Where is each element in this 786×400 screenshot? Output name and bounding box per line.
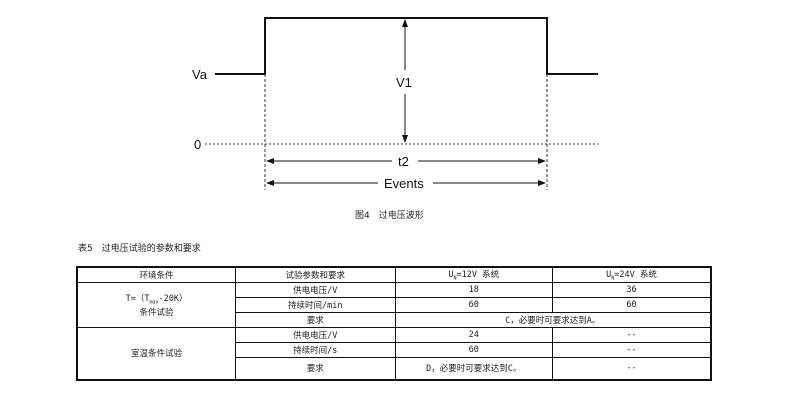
condition-cell: T=（Tmax-20K）条件试验 bbox=[76, 282, 237, 328]
value-cell: C，必要时可要求达到A。 bbox=[394, 312, 712, 328]
figure-caption: 图4 过电压波形 bbox=[355, 211, 424, 221]
value-cell: -- bbox=[552, 327, 712, 343]
table-row: 要求 C，必要时可要求达到A。 bbox=[77, 312, 712, 328]
value-cell: D，必要时可要求达到C。 bbox=[394, 357, 554, 380]
events-label: Events bbox=[384, 176, 424, 191]
param-cell: 供电电压/V bbox=[235, 282, 396, 298]
header-24v: UN=24V 系统 bbox=[552, 266, 712, 283]
value-cell: 36 bbox=[552, 282, 712, 298]
overvoltage-table: 环境条件 试验参数和要求 UN=12V 系统 UN=24V 系统 T=（Tmax… bbox=[76, 266, 712, 381]
header-12v: UN=12V 系统 bbox=[394, 266, 554, 283]
table-row: 持续时间/min 60 60 bbox=[77, 297, 712, 313]
t2-label: t2 bbox=[398, 154, 409, 169]
table-row: 室温条件试验 供电电压/V 24 -- bbox=[76, 327, 712, 380]
table-row: T=（Tmax-20K）条件试验 供电电压/V 18 36 bbox=[76, 282, 712, 328]
value-cell: 60 bbox=[552, 297, 712, 313]
value-cell: 18 bbox=[394, 282, 554, 298]
param-cell: 要求 bbox=[235, 312, 396, 328]
value-cell: -- bbox=[552, 342, 712, 358]
zero-label: 0 bbox=[194, 137, 201, 152]
param-cell: 供电电压/V bbox=[235, 327, 396, 343]
value-cell: 60 bbox=[394, 297, 554, 313]
value-cell: 60 bbox=[394, 342, 554, 358]
header-env: 环境条件 bbox=[76, 266, 237, 283]
value-cell: -- bbox=[552, 357, 712, 380]
param-cell: 持续时间/min bbox=[235, 297, 396, 313]
table-row: 要求 D，必要时可要求达到C。 -- bbox=[77, 357, 712, 380]
header-param: 试验参数和要求 bbox=[235, 266, 396, 283]
v1-label: V1 bbox=[396, 75, 412, 90]
table-header-row: 环境条件 试验参数和要求 UN=12V 系统 UN=24V 系统 bbox=[76, 266, 712, 283]
condition-cell: 室温条件试验 bbox=[76, 327, 237, 380]
waveform-line bbox=[215, 17, 598, 75]
overvoltage-waveform: Va 0 V1 t2 Events bbox=[192, 17, 598, 191]
value-cell: 24 bbox=[394, 327, 554, 343]
table-title: 表5 过电压试验的参数和要求 bbox=[78, 244, 201, 254]
param-cell: 要求 bbox=[235, 357, 396, 380]
param-cell: 持续时间/s bbox=[235, 342, 396, 358]
va-label: Va bbox=[192, 67, 208, 82]
